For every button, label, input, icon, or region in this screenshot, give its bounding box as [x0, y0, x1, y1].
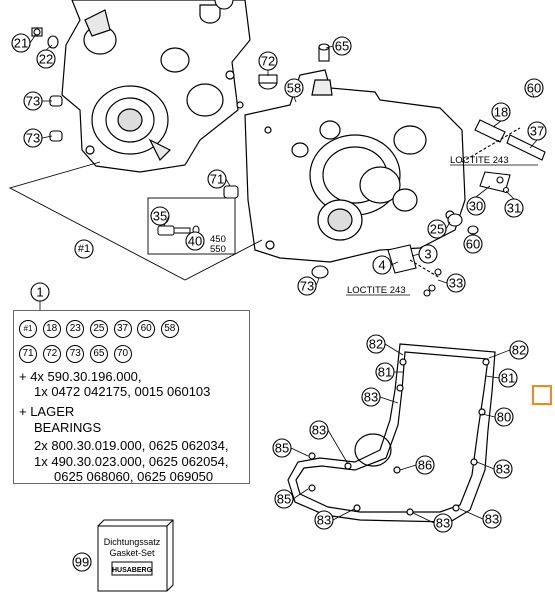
gasket-set-line-2: Gasket-Set	[109, 548, 155, 558]
svg-text:60: 60	[527, 81, 541, 96]
bushing-top	[199, 4, 221, 24]
gasket-set-package: Dichtungssatz Gasket-Set HUSABERG	[97, 519, 174, 592]
loctite-note-top: LOCTITE 243	[450, 155, 509, 166]
part-circle: 25	[89, 320, 108, 338]
svg-text:99: 99	[75, 555, 89, 570]
part-circle: 73	[66, 345, 85, 363]
lever-parts	[496, 176, 510, 194]
parts-list-box: #1 18 23 25 37 60 58 71 72 73 65 70 + 4x…	[13, 310, 250, 484]
svg-text:31: 31	[507, 201, 521, 216]
svg-text:73: 73	[26, 131, 40, 146]
dowel-pin	[318, 43, 330, 62]
svg-text:4: 4	[378, 258, 385, 273]
bushing-73-bottom	[311, 265, 329, 279]
callout-labels: 21 22 73 73 72 65 58 60 18 37 71 35 40 #…	[14, 36, 544, 570]
size-label-b: 550	[210, 244, 226, 255]
svg-text:82: 82	[512, 343, 526, 358]
svg-text:40: 40	[188, 234, 202, 249]
parts-line-1: + 4x 590.30.196.000,	[19, 369, 142, 384]
part-circle: #1	[19, 320, 37, 338]
part-circle: 60	[137, 320, 156, 338]
svg-text:#1: #1	[78, 243, 90, 255]
svg-text:81: 81	[501, 371, 515, 386]
svg-text:3: 3	[424, 247, 431, 262]
svg-text:35: 35	[153, 209, 167, 224]
svg-text:83: 83	[317, 513, 331, 528]
parts-row-2: 71 72 73 65 70	[19, 344, 134, 363]
svg-text:18: 18	[494, 105, 508, 120]
part-circle: 72	[42, 345, 61, 363]
svg-text:83: 83	[496, 462, 510, 477]
parts-line-5: 2x 800.30.019.000, 0625 062034,	[34, 438, 229, 453]
cover-plate	[387, 244, 442, 297]
brand-logo: HUSABERG	[112, 567, 153, 574]
parts-line-6: 1x 490.30.023.000, 0625 062054,	[34, 454, 229, 469]
svg-text:30: 30	[469, 199, 483, 214]
assembly-outline	[8, 161, 263, 281]
parts-row-1: #1 18 23 25 37 60 58	[19, 319, 181, 338]
part-circle: 37	[113, 320, 132, 338]
svg-text:58: 58	[287, 81, 301, 96]
parts-line-7: 0625 068060, 0625 069050	[54, 469, 214, 484]
svg-text:83: 83	[436, 516, 450, 531]
loctite-note-bottom: LOCTITE 243	[347, 285, 406, 296]
size-label-a: 450	[210, 234, 226, 245]
svg-text:73: 73	[26, 94, 40, 109]
part-circle: 18	[42, 320, 61, 338]
svg-text:72: 72	[261, 54, 275, 69]
svg-text:37: 37	[530, 124, 544, 139]
right-crankcase-half	[244, 69, 466, 263]
svg-text:82: 82	[369, 337, 383, 352]
parts-line-2: 1x 0472 042175, 0015 060103	[34, 384, 211, 399]
parts-line-4: BEARINGS	[34, 420, 102, 435]
bushing-25	[447, 213, 479, 235]
svg-text:81: 81	[378, 365, 392, 380]
callout-1-assembly	[74, 239, 94, 259]
part-circle: 71	[19, 345, 37, 363]
callout-99	[72, 552, 92, 572]
callout-40	[185, 231, 205, 251]
parts-line-3: + LAGER	[19, 404, 75, 419]
svg-text:85: 85	[277, 492, 291, 507]
svg-text:65: 65	[335, 39, 349, 54]
part-circle: 23	[66, 320, 85, 338]
svg-text:83: 83	[485, 512, 499, 527]
svg-text:86: 86	[418, 458, 432, 473]
svg-text:85: 85	[275, 441, 289, 456]
part-circle: 65	[89, 345, 108, 363]
callout-top	[214, 0, 234, 10]
package-box-icon: Dichtungssatz Gasket-Set HUSABERG	[97, 519, 174, 592]
svg-text:33: 33	[449, 276, 463, 291]
left-crankcase-half	[61, 0, 251, 173]
svg-text:83: 83	[364, 390, 378, 405]
gasket-set-line-1: Dichtungssatz	[104, 537, 161, 547]
svg-text:21: 21	[14, 36, 28, 51]
right-side-parts	[461, 82, 546, 193]
leader-lines	[29, 33, 538, 524]
bushing-71	[223, 185, 239, 199]
part-circle: 70	[113, 345, 132, 363]
svg-text:1: 1	[36, 285, 43, 300]
crankcase-gasket	[287, 343, 496, 523]
svg-text:80: 80	[497, 410, 511, 425]
part-circle: 58	[160, 320, 179, 338]
svg-text:83: 83	[312, 423, 326, 438]
svg-text:60: 60	[466, 237, 480, 252]
accent-marker	[532, 385, 552, 405]
svg-text:22: 22	[39, 52, 53, 67]
svg-text:25: 25	[430, 222, 444, 237]
svg-text:71: 71	[210, 172, 224, 187]
svg-text:73: 73	[300, 279, 314, 294]
